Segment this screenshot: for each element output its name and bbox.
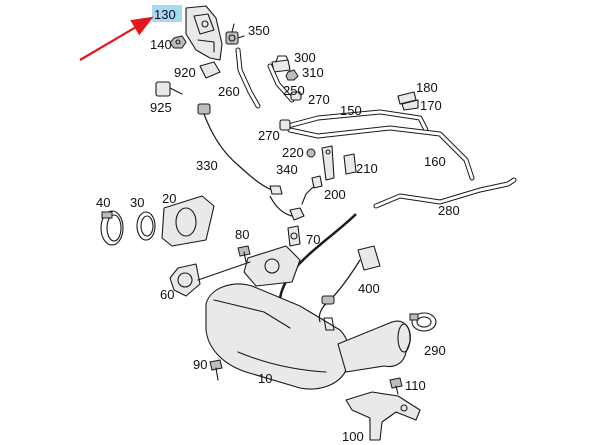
sensor-340[interactable]: [269, 175, 323, 221]
bolt-110[interactable]: [389, 377, 403, 395]
label-20: 20: [162, 191, 176, 206]
hose-260[interactable]: [235, 47, 261, 109]
clamp-300[interactable]: [271, 55, 291, 73]
bracket-170[interactable]: [401, 99, 419, 111]
label-210: 210: [356, 161, 378, 176]
label-40: 40: [96, 195, 110, 210]
pipe-160[interactable]: [287, 125, 475, 181]
label-280: 280: [438, 203, 460, 218]
sensor-70[interactable]: [287, 225, 301, 247]
label-60: 60: [160, 287, 174, 302]
label-330: 330: [196, 158, 218, 173]
catalytic-converter-10[interactable]: [197, 245, 350, 390]
clamp-270-lower[interactable]: [279, 119, 291, 131]
label-340: 340: [276, 162, 298, 177]
clip-210[interactable]: [343, 153, 357, 175]
label-10: 10: [258, 371, 272, 386]
gasket-30[interactable]: [136, 211, 156, 241]
connector-925[interactable]: [155, 81, 183, 97]
label-250: 250: [283, 83, 305, 98]
sensor-400[interactable]: [318, 245, 381, 331]
clamp-270-upper[interactable]: [290, 91, 302, 101]
label-400: 400: [358, 281, 380, 296]
label-350: 350: [248, 23, 270, 38]
label-920: 920: [174, 65, 196, 80]
clamp-290[interactable]: [409, 312, 437, 332]
bolt-80[interactable]: [237, 245, 251, 263]
bolt-220[interactable]: [306, 148, 316, 158]
sensor-350[interactable]: [225, 23, 245, 45]
label-170: 170: [420, 98, 442, 113]
pointer-arrow: [79, 16, 154, 61]
label-70: 70: [306, 232, 320, 247]
label-180: 180: [416, 80, 438, 95]
label-300: 300: [294, 50, 316, 65]
label-highlight: [152, 5, 182, 22]
label-110: 110: [405, 378, 426, 393]
gasket-60[interactable]: [169, 263, 201, 297]
label-270-upper: 270: [308, 92, 330, 107]
flange-20[interactable]: [161, 195, 215, 247]
label-30: 30: [130, 195, 144, 210]
label-130: 130: [154, 7, 176, 22]
hanger-bracket-100[interactable]: [345, 391, 421, 441]
label-925: 925: [150, 100, 172, 115]
label-270-lower: 270: [258, 128, 280, 143]
label-80: 80: [235, 227, 249, 242]
nut-310[interactable]: [285, 69, 299, 81]
label-310: 310: [302, 65, 324, 80]
label-260: 260: [218, 84, 240, 99]
silencer[interactable]: [337, 320, 411, 373]
bolt-90[interactable]: [209, 359, 223, 381]
label-100: 100: [342, 429, 364, 444]
label-160: 160: [424, 154, 446, 169]
label-200: 200: [324, 187, 346, 202]
clip-920[interactable]: [199, 61, 221, 79]
hose-250[interactable]: [267, 63, 295, 103]
bracket-200[interactable]: [321, 145, 335, 181]
label-220: 220: [282, 145, 304, 160]
bracket-130[interactable]: [185, 5, 223, 61]
sensor-330[interactable]: [197, 103, 283, 195]
label-90: 90: [193, 357, 207, 372]
label-140: 140: [150, 37, 172, 52]
label-290: 290: [424, 343, 446, 358]
pipe-150[interactable]: [285, 109, 429, 133]
pipe-280[interactable]: [373, 177, 517, 209]
nut-140[interactable]: [169, 35, 187, 49]
clamp-40[interactable]: [100, 210, 124, 246]
label-150: 150: [340, 103, 362, 118]
